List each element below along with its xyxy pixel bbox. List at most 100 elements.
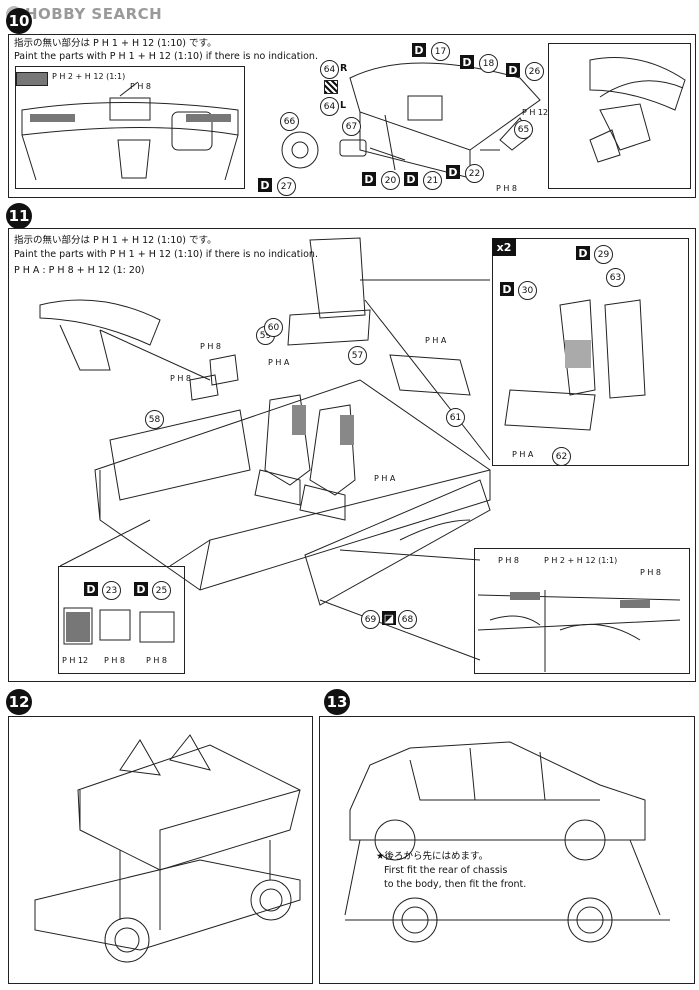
ph12-label: P H 12 <box>522 108 549 117</box>
step-10-badge: 10 <box>6 8 32 34</box>
part-26: 26 <box>525 62 544 81</box>
part-30: 30 <box>518 281 537 300</box>
part-22-num: 22 <box>468 168 481 179</box>
swatch-label: P H 2 + H 12 (1:1) <box>52 72 126 81</box>
part-61-num: 61 <box>449 412 462 423</box>
ph12-label-console: P H 12 <box>62 656 89 665</box>
part-69-num: 69 <box>364 614 377 625</box>
part-17: 17 <box>431 42 450 61</box>
part-25: 25 <box>152 581 171 600</box>
step-11-note-en: Paint the parts with P H 1 + H 12 (1:10)… <box>14 249 318 260</box>
part-65-num: 65 <box>517 124 530 135</box>
step-11-note-ratio: P H A : P H 8 + H 12 (1: 20) <box>14 265 145 276</box>
part-27-num: 27 <box>280 181 293 192</box>
part-67-num: 67 <box>345 121 358 132</box>
part-27: 27 <box>277 177 296 196</box>
d-marker-29: D <box>576 246 590 260</box>
decal-icon <box>324 80 338 94</box>
decal-marker-68: ◪ <box>382 611 396 625</box>
d-marker-23: D <box>84 582 98 596</box>
seat-detail-box <box>492 238 689 466</box>
part-58: 58 <box>145 410 164 429</box>
part-18: 18 <box>479 54 498 73</box>
step-10-note-jp: 指示の無い部分は P H 1 + H 12 (1:10) です。 <box>14 38 217 49</box>
part-66-num: 66 <box>283 116 296 127</box>
part-26-num: 26 <box>528 66 541 77</box>
step-11-note-jp: 指示の無い部分は P H 1 + H 12 (1:10) です。 <box>14 235 217 246</box>
part-23-num: 23 <box>105 585 118 596</box>
step-13-badge: 13 <box>324 689 350 715</box>
ph8-label-door-b: P H 8 <box>640 568 662 577</box>
d-marker-18: D <box>460 55 474 69</box>
part-18-num: 18 <box>482 58 495 69</box>
part-64r-side: R <box>340 63 348 74</box>
part-23: 23 <box>102 581 121 600</box>
part-64l-num: 64 <box>323 101 336 112</box>
part-22: 22 <box>465 164 484 183</box>
part-21-num: 21 <box>426 175 439 186</box>
ph8-label-console-a: P H 8 <box>104 656 126 665</box>
pha-label-s11a: P H A <box>268 358 290 367</box>
step-12-panel <box>8 716 313 984</box>
part-69: 69 <box>361 610 380 629</box>
part-64l-side: L <box>340 100 347 111</box>
part-60b: 60 <box>264 318 283 337</box>
part-64l: 64 <box>320 97 339 116</box>
part-66: 66 <box>280 112 299 131</box>
part-64r: 64 <box>320 60 339 79</box>
step-11-number: 11 <box>8 207 30 225</box>
multiplier-badge: x2 <box>492 238 516 256</box>
part-21: 21 <box>423 171 442 190</box>
part-58-num: 58 <box>148 414 161 425</box>
part-63: 63 <box>606 268 625 287</box>
part-61: 61 <box>446 408 465 427</box>
part-30-num: 30 <box>521 285 534 296</box>
d-marker-25: D <box>134 582 148 596</box>
d-marker-22: D <box>446 165 460 179</box>
door-detail-box <box>474 548 690 674</box>
pha-label-s11c: P H A <box>374 474 396 483</box>
pha-label-seat: P H A <box>512 450 534 459</box>
part-17-num: 17 <box>434 46 447 57</box>
step-10-detail-box <box>548 43 691 189</box>
step-13-note-en-1: First fit the rear of chassis <box>384 865 508 876</box>
part-63-num: 63 <box>609 272 622 283</box>
step-12-badge: 12 <box>6 689 32 715</box>
part-68: 68 <box>398 610 417 629</box>
step-13-note-jp: ★後ろから先にはめます。 <box>376 851 489 862</box>
d-marker-30: D <box>500 282 514 296</box>
paint-swatch <box>16 72 48 86</box>
step-11-badge: 11 <box>6 203 32 229</box>
ph2-12-label-door: P H 2 + H 12 (1:1) <box>544 556 618 565</box>
pha-label-s11b: P H A <box>425 336 447 345</box>
d-marker-20: D <box>362 172 376 186</box>
d-marker-27: D <box>258 178 272 192</box>
part-25-num: 25 <box>155 585 168 596</box>
ph8-label-door-a: P H 8 <box>498 556 520 565</box>
step-13-number: 13 <box>326 693 348 711</box>
step-10-note-en: Paint the parts with P H 1 + H 12 (1:10)… <box>14 51 318 62</box>
part-59-num: 59 <box>259 330 272 341</box>
part-65: 65 <box>514 120 533 139</box>
d-marker-21: D <box>404 172 418 186</box>
part-20-num: 20 <box>384 175 397 186</box>
step-10-number: 10 <box>8 12 30 30</box>
part-60b-num: 60 <box>267 322 280 333</box>
ph8-label-s11b: P H 8 <box>170 374 192 383</box>
d-marker-17: D <box>412 43 426 57</box>
part-29-num: 29 <box>597 249 610 260</box>
part-20: 20 <box>381 171 400 190</box>
logo-text: HOBBY SEARCH <box>25 5 163 23</box>
ph8-label-s11a: P H 8 <box>200 342 222 351</box>
step-12-number: 12 <box>8 693 30 711</box>
part-68-num: 68 <box>401 614 414 625</box>
ph8-label: P H 8 <box>130 82 152 91</box>
part-29: 29 <box>594 245 613 264</box>
step-13-note-en-2: to the body, then fit the front. <box>384 879 527 890</box>
part-64r-num: 64 <box>323 64 336 75</box>
part-67: 67 <box>342 117 361 136</box>
part-57: 57 <box>348 346 367 365</box>
part-57-num: 57 <box>351 350 364 361</box>
ph8-label-console-b: P H 8 <box>146 656 168 665</box>
part-62-num: 62 <box>555 451 568 462</box>
